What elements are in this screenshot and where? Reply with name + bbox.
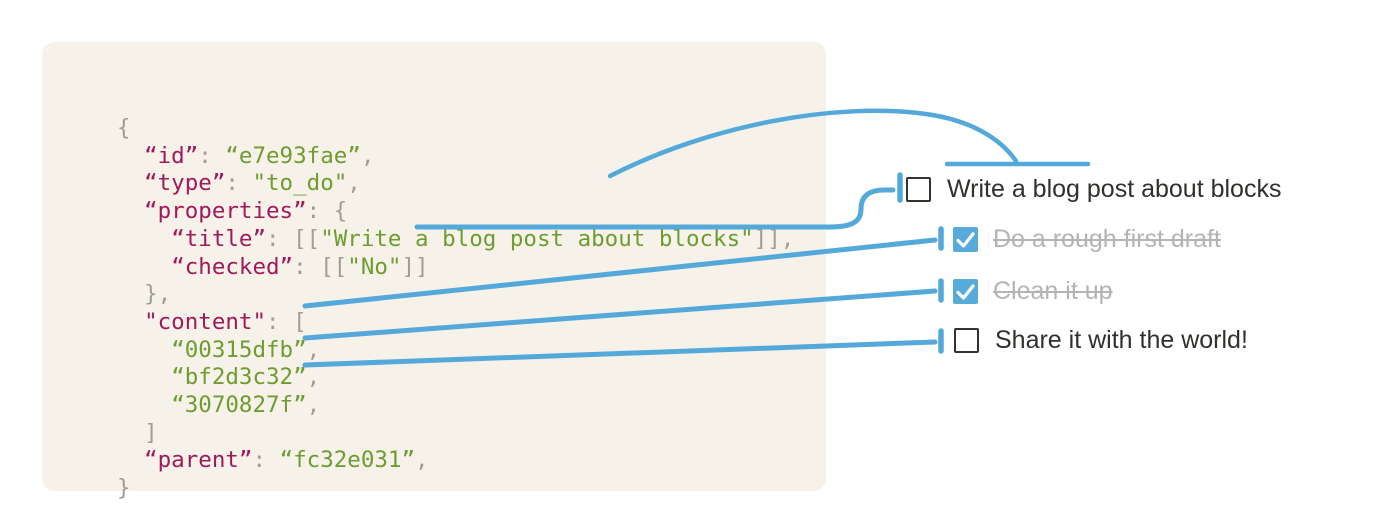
- checkbox-unchecked-icon[interactable]: [954, 328, 979, 353]
- code-line: },: [117, 281, 172, 308]
- checkmark-icon: [956, 284, 975, 300]
- code-line: “title”: [["Write a blog post about bloc…: [171, 225, 795, 252]
- code-line: “parent”: “fc32e031”,: [144, 447, 429, 474]
- code-line: “type”: "to_do",: [144, 170, 361, 197]
- todo-label: Write a blog post about blocks: [947, 175, 1282, 203]
- code-line: “bf2d3c32”,: [171, 364, 321, 391]
- todo-label: Share it with the world!: [995, 326, 1248, 354]
- checkmark-icon: [956, 232, 975, 248]
- todo-label: Clean it up: [993, 277, 1113, 305]
- code-line: “checked”: [["No"]]: [171, 253, 429, 280]
- json-code: { “id”: “e7e93fae”, “type”: "to_do", “pr…: [117, 115, 794, 503]
- todo-label: Do a rough first draft: [993, 225, 1221, 253]
- code-line: ]: [117, 419, 158, 446]
- checkbox-checked-icon[interactable]: [953, 279, 978, 304]
- json-code-panel: { “id”: “e7e93fae”, “type”: "to_do", “pr…: [42, 42, 826, 501]
- code-line: “id”: “e7e93fae”,: [144, 142, 375, 169]
- checkbox-checked-icon[interactable]: [953, 227, 978, 252]
- code-line: “3070827f”,: [171, 392, 321, 419]
- code-line: "content": [: [144, 308, 307, 335]
- code-line: “00315dfb”,: [171, 336, 321, 363]
- code-line: “properties”: {: [144, 198, 348, 225]
- code-line: }: [117, 475, 131, 502]
- code-line: {: [117, 115, 131, 141]
- checkbox-unchecked-icon[interactable]: [906, 177, 931, 202]
